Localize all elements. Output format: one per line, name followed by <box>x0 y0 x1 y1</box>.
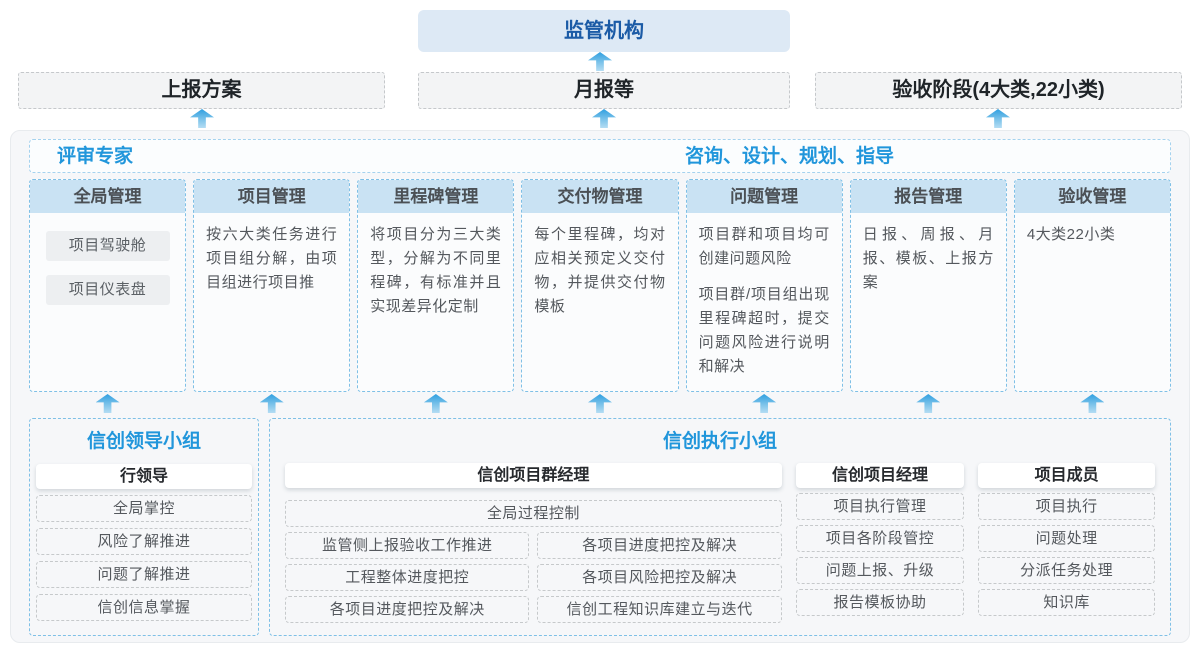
up-arrow-icon <box>423 394 448 413</box>
program-manager-task: 各项目进度把控及解决 <box>285 596 530 623</box>
leadership-group-title: 信创领导小组 <box>86 431 201 452</box>
up-arrow-icon <box>259 394 284 413</box>
column-description: 4大类22小类 <box>1026 226 1116 243</box>
column-report-mgmt: 报告管理 日报、周报、月报、模板、上报方案 <box>849 179 1007 392</box>
project-member-task: 问题处理 <box>978 525 1155 552</box>
program-manager-task: 信创工程知识库建立与迭代 <box>537 596 782 623</box>
platform-container: 评审专家 咨询、设计、规划、指导 全局管理 项目驾驶舱 项目仪表盘 项目管理 按… <box>10 130 1190 643</box>
column-title: 报告管理 <box>850 180 1006 213</box>
program-manager-role: 信创项目群经理 <box>285 463 782 488</box>
column-description: 按六大类任务进行项目组分解，由项目组进行项目推 <box>206 226 338 291</box>
project-dashboard-pill: 项目仪表盘 <box>45 275 170 305</box>
column-description: 项目群/项目组出现里程碑超时，提交问题风险进行说明和解决 <box>698 286 830 375</box>
up-arrow-icon <box>752 394 777 413</box>
project-member-role: 项目成员 <box>978 463 1155 488</box>
execution-group: 信创执行小组 信创项目群经理 全局过程控制 监管侧上报验收工作推进 各项目进度把… <box>269 418 1171 636</box>
monthly-report-box: 月报等 <box>418 72 790 109</box>
leadership-group: 信创领导小组 行领导 全局掌控 风险了解推进 问题了解推进 信创信息掌握 <box>29 418 259 636</box>
up-arrow-icon <box>190 109 214 128</box>
column-title: 项目管理 <box>194 180 350 213</box>
project-member-task: 项目执行 <box>978 493 1155 520</box>
column-description: 将项目分为三大类型，分解为不同里程碑，有标准并且实现差异化定制 <box>370 226 502 315</box>
program-manager-task: 各项目进度把控及解决 <box>537 532 782 559</box>
program-manager-task: 全局过程控制 <box>285 500 782 527</box>
column-deliverable-mgmt: 交付物管理 每个里程碑，均对应相关预定义交付物，并提供交付物模板 <box>521 179 679 392</box>
up-arrow-icon <box>986 109 1010 128</box>
up-arrow-icon <box>916 394 941 413</box>
leadership-task: 问题了解推进 <box>36 561 252 588</box>
column-title: 问题管理 <box>686 180 842 213</box>
column-global-mgmt: 全局管理 项目驾驶舱 项目仪表盘 <box>29 179 187 392</box>
up-arrow-icon <box>588 52 612 71</box>
consulting-title: 咨询、设计、规划、指导 <box>685 146 895 167</box>
column-description: 每个里程碑，均对应相关预定义交付物，并提供交付物模板 <box>534 226 666 315</box>
column-milestone-mgmt: 里程碑管理 将项目分为三大类型，分解为不同里程碑，有标准并且实现差异化定制 <box>357 179 515 392</box>
up-arrow-icon <box>587 394 612 413</box>
column-arrows-row <box>29 394 1171 416</box>
column-description: 项目群和项目均可创建问题风险 <box>698 226 830 267</box>
project-manager-task: 问题上报、升级 <box>795 557 965 584</box>
project-manager-task: 项目执行管理 <box>795 493 965 520</box>
bank-leader-role: 行领导 <box>36 464 252 489</box>
management-columns: 全局管理 项目驾驶舱 项目仪表盘 项目管理 按六大类任务进行项目组分解，由项目组… <box>29 179 1171 392</box>
program-manager-task: 监管侧上报验收工作推进 <box>285 532 530 559</box>
column-title: 验收管理 <box>1014 180 1170 213</box>
leadership-task: 风险了解推进 <box>36 528 252 555</box>
regulatory-agency-box: 监管机构 <box>418 10 790 52</box>
project-manager-task: 报告模板协助 <box>795 589 965 616</box>
leadership-task: 信创信息掌握 <box>36 594 252 621</box>
execution-group-title: 信创执行小组 <box>662 431 777 452</box>
project-member-task: 知识库 <box>978 589 1155 616</box>
program-manager-column: 信创项目群经理 全局过程控制 监管侧上报验收工作推进 各项目进度把控及解决 工程… <box>285 463 782 623</box>
up-arrow-icon <box>1080 394 1105 413</box>
project-member-column: 项目成员 项目执行 问题处理 分派任务处理 知识库 <box>978 463 1155 623</box>
review-experts-title: 评审专家 <box>57 146 134 167</box>
column-title: 全局管理 <box>30 180 186 213</box>
program-manager-task: 各项目风险把控及解决 <box>537 564 782 591</box>
experts-bar: 评审专家 咨询、设计、规划、指导 <box>29 139 1171 173</box>
up-arrow-icon <box>95 394 120 413</box>
project-manager-task: 项目各阶段管控 <box>795 525 965 552</box>
column-title: 里程碑管理 <box>358 180 514 213</box>
project-member-task: 分派任务处理 <box>978 557 1155 584</box>
column-title: 交付物管理 <box>522 180 678 213</box>
acceptance-phase-box: 验收阶段(4大类,22小类) <box>815 72 1182 109</box>
leadership-task: 全局掌控 <box>36 495 252 522</box>
project-cockpit-pill: 项目驾驶舱 <box>45 231 170 261</box>
column-issue-mgmt: 问题管理 项目群和项目均可创建问题风险 项目群/项目组出现里程碑超时，提交问题风… <box>685 179 843 392</box>
column-acceptance-mgmt: 验收管理 4大类22小类 <box>1013 179 1171 392</box>
column-description: 日报、周报、月报、模板、上报方案 <box>862 226 994 291</box>
program-manager-task: 工程整体进度把控 <box>285 564 530 591</box>
project-manager-role: 信创项目经理 <box>795 463 965 488</box>
column-project-mgmt: 项目管理 按六大类任务进行项目组分解，由项目组进行项目推 <box>193 179 351 392</box>
project-manager-column: 信创项目经理 项目执行管理 项目各阶段管控 问题上报、升级 报告模板协助 <box>795 463 965 623</box>
report-plan-box: 上报方案 <box>18 72 385 109</box>
up-arrow-icon <box>592 109 616 128</box>
